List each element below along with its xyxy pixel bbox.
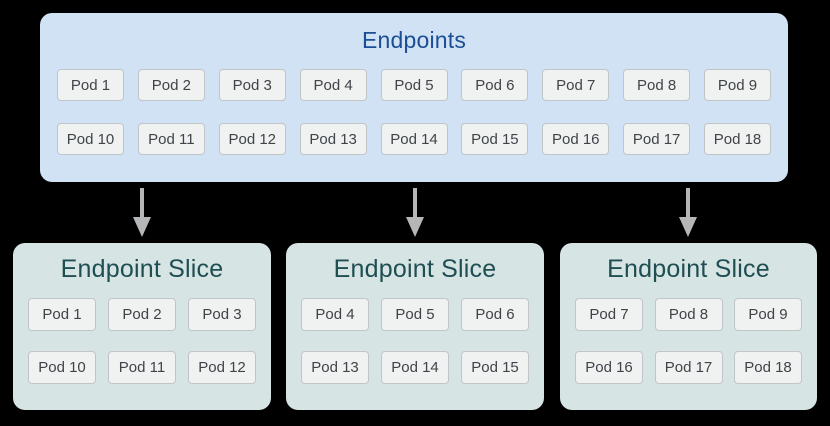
pod-chip: Pod 8: [623, 69, 691, 101]
arrow-shaft: [413, 188, 417, 217]
arrow-head: [679, 217, 697, 237]
pod-chip: Pod 17: [623, 123, 691, 155]
pod-chip: Pod 14: [381, 351, 449, 384]
slice-pod-row-2: Pod 16 Pod 17 Pod 18: [575, 351, 802, 384]
pod-chip: Pod 9: [734, 298, 802, 331]
pod-chip: Pod 7: [575, 298, 643, 331]
pod-chip: Pod 18: [704, 123, 771, 155]
pod-chip: Pod 11: [137, 123, 205, 155]
pod-chip: Pod 15: [461, 351, 529, 384]
pod-chip: Pod 3: [218, 69, 286, 101]
endpoint-slice-title: Endpoint Slice: [60, 255, 224, 283]
pod-chip: Pod 1: [28, 298, 96, 331]
pod-chip: Pod 4: [299, 69, 367, 101]
pod-chip: Pod 18: [734, 351, 802, 384]
arrow-shaft: [140, 188, 144, 217]
arrow-shaft: [686, 188, 690, 217]
pod-chip: Pod 13: [301, 351, 369, 384]
endpoint-slice-title: Endpoint Slice: [333, 255, 497, 283]
pod-chip: Pod 7: [542, 69, 610, 101]
pod-chip: Pod 16: [575, 351, 643, 384]
slice-pod-row-1: Pod 1 Pod 2 Pod 3: [28, 298, 256, 331]
pod-chip: Pod 9: [704, 69, 771, 101]
arrow-head: [133, 217, 151, 237]
pod-chip: Pod 5: [380, 69, 448, 101]
arrow-head: [406, 217, 424, 237]
pod-chip: Pod 10: [57, 123, 124, 155]
pod-chip: Pod 3: [188, 298, 256, 331]
pod-chip: Pod 4: [301, 298, 369, 331]
slice-pod-row-1: Pod 4 Pod 5 Pod 6: [301, 298, 529, 331]
pod-chip: Pod 1: [57, 69, 124, 101]
pod-chip: Pod 8: [654, 298, 723, 331]
pod-chip: Pod 10: [28, 351, 96, 384]
pod-chip: Pod 5: [381, 298, 449, 331]
endpoint-slice-title: Endpoint Slice: [607, 255, 770, 283]
endpoints-pod-row-2: Pod 10 Pod 11 Pod 12 Pod 13 Pod 14 Pod 15 Pod …: [57, 123, 771, 155]
arrow-down-icon: [406, 188, 424, 237]
pod-chip: Pod 11: [108, 351, 176, 384]
pod-chip: Pod 15: [461, 123, 529, 155]
slice-pod-row-2: Pod 10 Pod 11 Pod 12: [28, 351, 256, 384]
pod-chip: Pod 2: [137, 69, 205, 101]
pod-chip: Pod 13: [299, 123, 367, 155]
slice-pod-row-2: Pod 13 Pod 14 Pod 15: [301, 351, 529, 384]
pod-chip: Pod 14: [380, 123, 448, 155]
endpoints-pod-row-1: Pod 1 Pod 2 Pod 3 Pod 4 Pod 5 Pod 6 Pod 7 Pod 8…: [57, 69, 771, 101]
endpoints-title: Endpoints: [361, 27, 467, 53]
pod-chip: Pod 2: [108, 298, 176, 331]
pod-chip: Pod 17: [654, 351, 723, 384]
slice-pod-row-1: Pod 7 Pod 8 Pod 9: [575, 298, 802, 331]
pod-chip: Pod 6: [461, 69, 529, 101]
pod-chip: Pod 12: [188, 351, 256, 384]
pod-chip: Pod 12: [218, 123, 286, 155]
pod-chip: Pod 16: [542, 123, 610, 155]
pod-chip: Pod 6: [461, 298, 529, 331]
arrow-down-icon: [679, 188, 697, 237]
endpoints-box: Endpoints Pod 1 Pod 2 Pod 3 Pod 4 Pod 5 Pod 6…: [40, 13, 788, 182]
arrow-down-icon: [133, 188, 151, 237]
